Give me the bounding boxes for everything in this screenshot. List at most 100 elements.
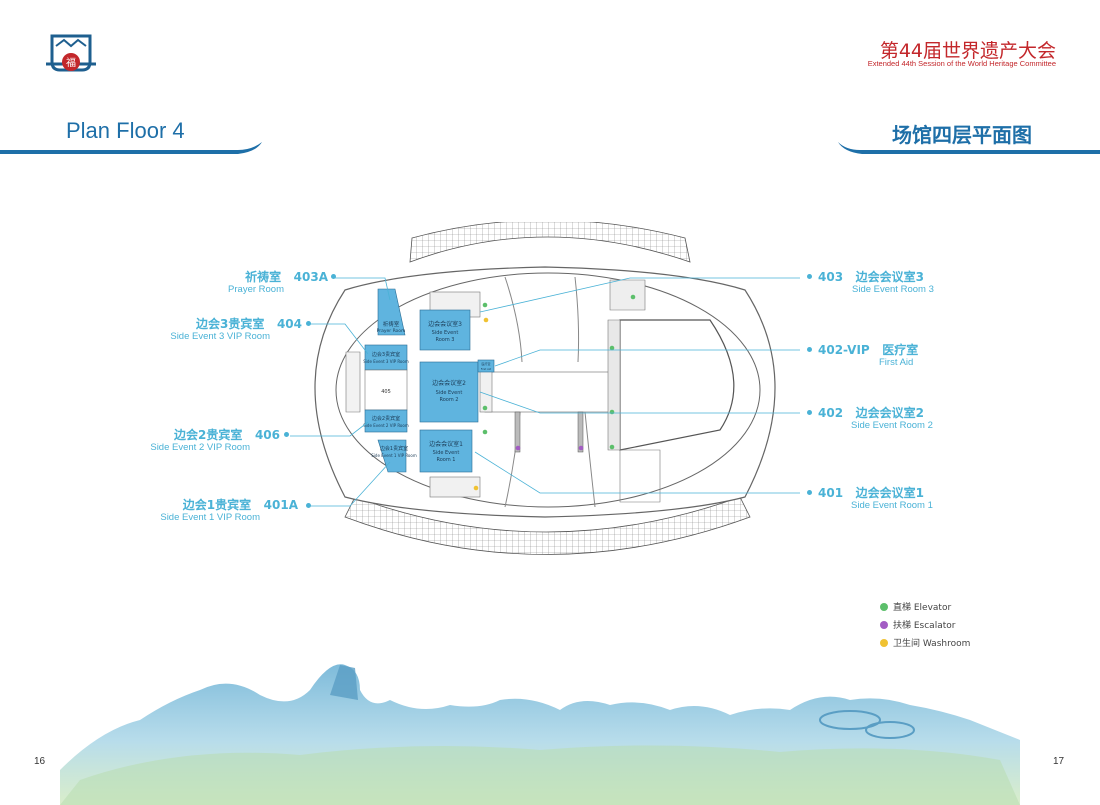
label-code: 402-VIP	[818, 343, 870, 357]
room-402	[419, 361, 479, 423]
escalator-east	[577, 411, 584, 453]
bullet-icon	[807, 347, 812, 352]
room-prayer-en: Prayer Room	[377, 328, 406, 334]
bullet-icon	[807, 410, 812, 415]
bullet-icon	[306, 321, 311, 326]
room-401a-zh: 边会1贵宾室	[380, 445, 408, 452]
label-en: Side Event 1 VIP Room	[160, 512, 260, 523]
legend-item-escalator: 扶梯 Escalator	[880, 618, 970, 631]
label-zh: 边会3贵宾室	[196, 317, 265, 331]
label-code: 406	[254, 428, 280, 442]
label-room-406: 边会2贵宾室 406 Side Event 2 VIP Room	[80, 428, 280, 453]
washroom-marker	[483, 317, 489, 323]
room-404	[364, 344, 408, 371]
east-hall	[619, 319, 735, 451]
elevator-marker	[482, 429, 488, 435]
room-403	[419, 309, 471, 351]
title-rules	[0, 142, 1100, 154]
room-406	[364, 409, 408, 433]
label-en: Side Event 3 VIP Room	[170, 331, 270, 342]
page-number-right: 17	[1053, 756, 1065, 767]
label-room-401: 401 边会会议室1 Side Event Room 1	[818, 486, 933, 511]
label-zh: 边会会议室1	[855, 486, 924, 500]
legend-label: 直梯 Elevator	[893, 603, 952, 613]
label-code: 403A	[293, 270, 328, 284]
escalator-marker	[578, 445, 584, 451]
legend-item-elevator: 直梯 Elevator	[880, 600, 970, 613]
elevator-marker	[482, 302, 488, 308]
room-402-en2: Room 2	[439, 397, 458, 403]
mountain-landscape-illustration	[60, 664, 1020, 805]
label-en: Side Event Room 1	[851, 500, 933, 511]
leader-lines	[290, 277, 800, 507]
legend-label: 卫生间 Washroom	[893, 639, 971, 649]
label-room-401a: 边会1贵宾室 401A Side Event 1 VIP Room	[80, 498, 298, 523]
label-zh: 边会1贵宾室	[182, 498, 252, 512]
elevator-marker	[609, 444, 615, 450]
label-zh: 医疗室	[882, 343, 919, 357]
elevator-marker	[609, 409, 615, 415]
elevator-marker	[482, 405, 488, 411]
label-room-404: 边会3贵宾室 404 Side Event 3 VIP Room	[90, 317, 302, 342]
label-zh: 祈祷室	[245, 270, 282, 284]
room-401-zh: 边会会议室1	[429, 440, 463, 448]
floor-plan: 祈祷室 Prayer Room 边会3贵宾室 Side Event 3 VIP …	[290, 222, 800, 555]
escalator-dot-icon	[880, 620, 888, 629]
legend-label: 扶梯 Escalator	[893, 621, 956, 631]
label-en: Side Event 2 VIP Room	[150, 442, 250, 453]
label-code: 401	[818, 486, 844, 500]
room-first-aid-zh: 医疗室	[481, 361, 490, 366]
room-401-en2: Room 1	[436, 457, 455, 463]
label-zh: 边会会议室3	[855, 270, 924, 284]
label-code: 404	[276, 317, 302, 331]
room-403-en1: Side Event	[432, 330, 459, 336]
label-en: Side Event Room 3	[852, 284, 934, 295]
room-403-en2: Room 3	[435, 337, 454, 343]
bullet-icon	[807, 274, 812, 279]
logo-char: 福	[66, 56, 76, 69]
label-en: Prayer Room	[228, 284, 284, 295]
washroom-marker	[473, 485, 479, 491]
bullet-icon	[807, 490, 812, 495]
room-402-zh: 边会会议室2	[432, 379, 466, 387]
fu-seal-logo-icon: 福	[44, 30, 98, 78]
room-prayer	[377, 288, 406, 336]
label-en: First Aid	[879, 357, 914, 368]
page-title-zh: 场馆四层平面图	[892, 123, 1032, 147]
elevator-marker	[609, 345, 615, 351]
room-404-en: Side Event 3 VIP Room	[363, 359, 409, 364]
label-code: 403	[818, 270, 844, 284]
elevator-marker	[630, 294, 636, 300]
room-404-zh: 边会3贵宾室	[372, 351, 400, 358]
bullet-icon	[306, 503, 311, 508]
north-roof-grid	[409, 222, 691, 263]
washroom-dot-icon	[880, 638, 888, 647]
legend: 直梯 Elevator 扶梯 Escalator 卫生间 Washroom	[880, 600, 970, 649]
label-room-403: 403 边会会议室3 Side Event Room 3	[818, 270, 934, 295]
label-en: Side Event Room 2	[851, 420, 933, 431]
room-402-en1: Side Event	[436, 390, 463, 396]
label-zh: 边会会议室2	[855, 406, 924, 420]
room-first-aid-en: First Aid	[481, 367, 492, 371]
label-zh: 边会2贵宾室	[174, 428, 243, 442]
room-403-zh: 边会会议室3	[428, 320, 462, 328]
brand-title: 第44届世界遗产大会	[879, 40, 1056, 62]
label-room-402: 402 边会会议室2 Side Event Room 2	[818, 406, 933, 431]
elevator-dot-icon	[880, 602, 888, 611]
room-406-zh: 边会2贵宾室	[372, 415, 400, 422]
page-title-en: Plan Floor 4	[66, 118, 185, 143]
label-code: 402	[818, 406, 844, 420]
escalator-west	[514, 411, 521, 453]
page-number-left: 16	[34, 756, 46, 767]
escalator-marker	[515, 445, 521, 451]
room-401-en1: Side Event	[433, 450, 460, 456]
room-first-aid	[477, 359, 495, 373]
room-405-code: 405	[381, 389, 391, 395]
bullet-icon	[331, 274, 336, 279]
room-prayer-zh: 祈祷室	[383, 320, 400, 328]
legend-item-washroom: 卫生间 Washroom	[880, 636, 970, 649]
label-code: 401A	[263, 498, 298, 512]
inner-ring	[335, 272, 761, 508]
room-406-en: Side Event 2 VIP Room	[363, 423, 409, 428]
room-401a-en: Side Event 1 VIP Room	[371, 453, 417, 458]
